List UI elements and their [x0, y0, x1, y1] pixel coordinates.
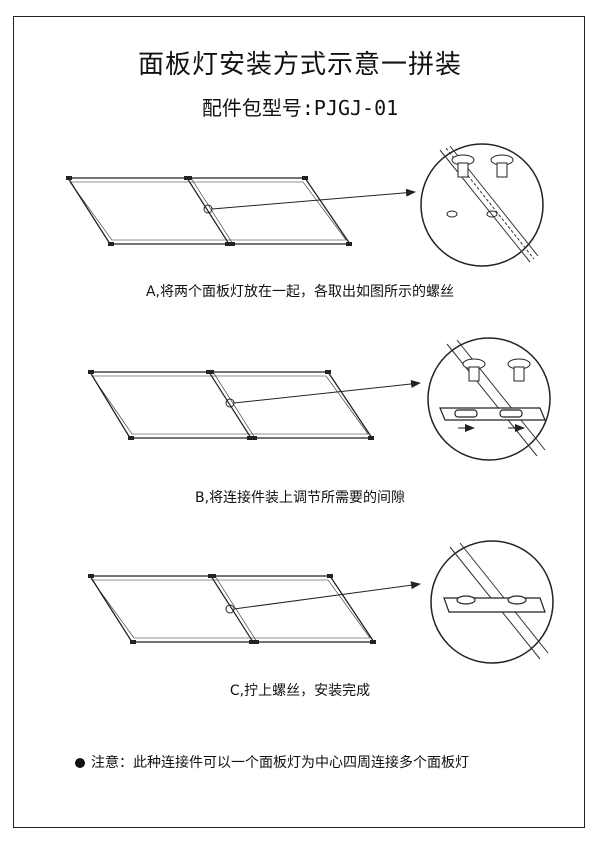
step-c-detail-circle: [430, 540, 554, 664]
step-b-diagram: [88, 337, 551, 461]
step-a-caption: A,将两个面板灯放在一起，各取出如图所示的螺丝: [145, 284, 455, 300]
page-border: [13, 16, 585, 828]
step-c-panels: [88, 574, 376, 644]
model-number: 配件包型号:PJGJ-01: [201, 96, 399, 120]
step-b-detail-circle: [427, 337, 551, 461]
step-a-diagram: [66, 143, 544, 267]
step-a-detail-circle: [420, 143, 544, 267]
step-a-panels: [66, 176, 352, 246]
footer-note: 注意：此种连接件可以一个面板灯为中心四周连接多个面板灯: [75, 752, 469, 772]
bullet-icon: [75, 758, 85, 768]
page-title: 面板灯安装方式示意一拼装: [137, 50, 462, 80]
step-c-diagram: [88, 540, 554, 664]
connector-plate-icon: [439, 407, 546, 421]
connector-plate-icon: [443, 595, 546, 613]
screw-icon: [462, 358, 531, 382]
note-text: 注意：此种连接件可以一个面板灯为中心四周连接多个面板灯: [91, 755, 469, 771]
step-b-panels: [88, 370, 374, 440]
step-c-caption: C,拧上螺丝，安装完成: [229, 683, 371, 699]
step-b-caption: B,将连接件装上调节所需要的间隙: [194, 490, 406, 506]
screw-icon: [451, 154, 514, 178]
